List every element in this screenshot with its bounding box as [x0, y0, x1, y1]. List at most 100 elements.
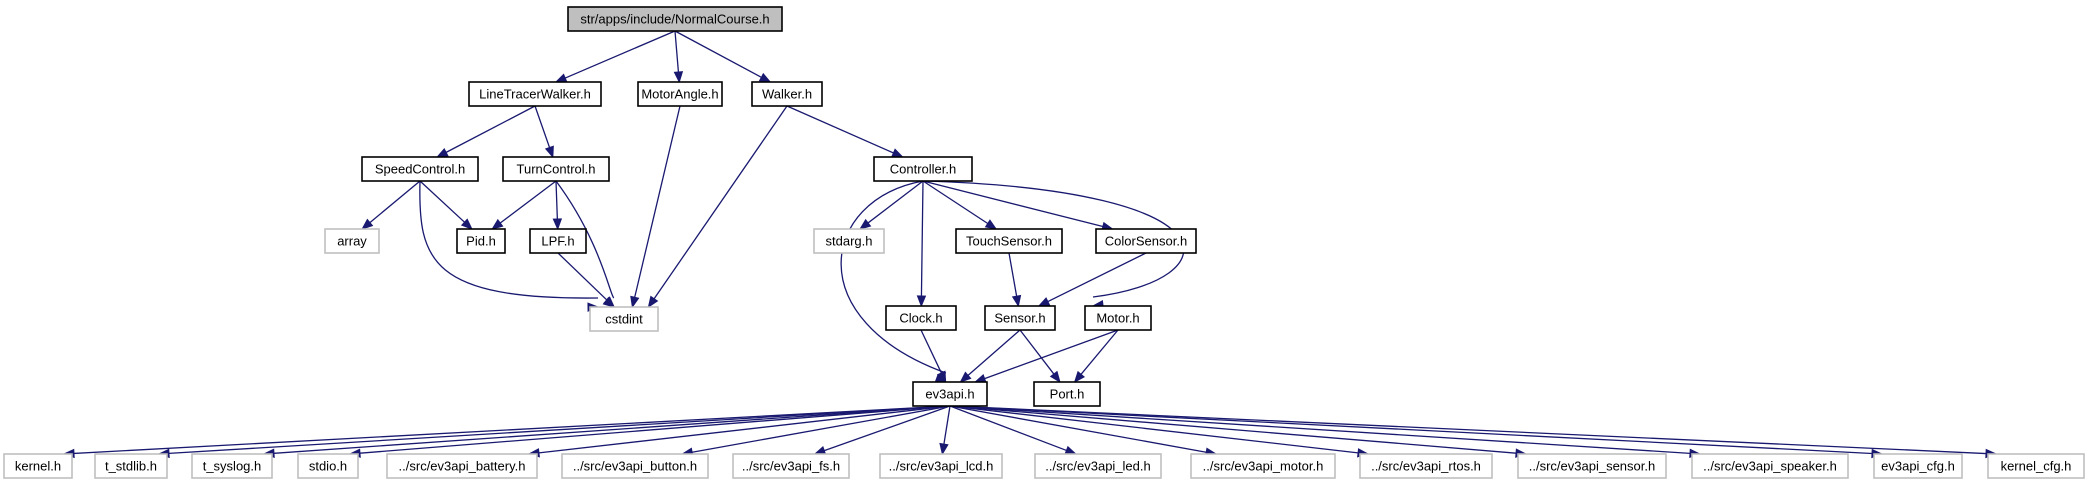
edge-speedcontrol-to-pid: [419, 180, 473, 230]
edge-line: [653, 105, 788, 300]
edge-controller-to-stdarg: [859, 180, 924, 230]
node-walker[interactable]: Walker.h: [751, 81, 823, 107]
edge-arrowhead: [361, 218, 374, 230]
edge-line: [1019, 329, 1055, 375]
node-box: [751, 81, 823, 107]
node-box: [1691, 453, 1849, 479]
node-label: t_syslog.h: [203, 459, 262, 474]
node-label: ../src/ev3api_fs.h: [742, 459, 840, 474]
edge-arrowhead: [552, 218, 563, 231]
node-box: [324, 228, 380, 254]
edge-turncontrol-to-lpf: [552, 180, 563, 231]
edge-linetracerwalker-to-speedcontrol: [436, 105, 536, 158]
edge-line: [555, 180, 558, 220]
node-stdio: stdio.h: [297, 453, 359, 479]
edge-line: [949, 405, 1691, 455]
edge-ev3api-to-rtos: [949, 405, 1370, 458]
edge-motorangle-to-cstdint: [630, 105, 681, 309]
edge-line: [674, 30, 762, 78]
edge-arrowhead: [647, 295, 659, 309]
edge-line: [949, 405, 1067, 452]
edge-line: [824, 405, 951, 452]
edge-touchsensor-to-sensor: [1008, 252, 1022, 308]
node-linetracerwalker[interactable]: LineTracerWalker.h: [468, 81, 602, 107]
node-label: ../src/ev3api_motor.h: [1203, 459, 1324, 474]
node-speedcontrol[interactable]: SpeedControl.h: [361, 156, 479, 182]
node-box: [984, 305, 1056, 331]
node-button: ../src/ev3api_button.h: [561, 453, 709, 479]
node-colorsensor[interactable]: ColorSensor.h: [1095, 228, 1197, 254]
edge-line: [557, 252, 608, 301]
node-label: ev3api_cfg.h: [1881, 459, 1955, 474]
node-box: [732, 453, 850, 479]
edge-arrowhead: [544, 145, 554, 159]
edge-line: [564, 30, 676, 79]
node-controller[interactable]: Controller.h: [873, 156, 973, 182]
node-box: [813, 228, 885, 254]
node-sensor[interactable]: Sensor.h: [984, 305, 1056, 331]
node-label: LineTracerWalker.h: [479, 87, 591, 102]
edge-line: [984, 329, 1119, 380]
node-motorangle[interactable]: MotorAngle.h: [637, 81, 723, 107]
edge-arrowhead: [859, 218, 872, 230]
node-fs: ../src/ev3api_fs.h: [732, 453, 850, 479]
edge-line: [73, 405, 951, 455]
node-normalcourse[interactable]: str/apps/include/NormalCourse.h: [567, 6, 783, 32]
node-label: ../src/ev3api_led.h: [1045, 459, 1151, 474]
edge-colorsensor-to-sensor: [1037, 252, 1147, 307]
node-lpf[interactable]: LPF.h: [529, 228, 587, 254]
node-box: [1873, 453, 1963, 479]
edge-speedcontrol-to-array: [361, 180, 421, 230]
node-label: stdarg.h: [826, 234, 873, 249]
edge-line: [555, 180, 615, 299]
edge-arrowhead: [603, 296, 616, 308]
node-speaker: ../src/ev3api_speaker.h: [1691, 453, 1849, 479]
edge-normalcourse-to-motorangle: [673, 30, 684, 84]
edge-line: [359, 405, 951, 454]
node-ev3api[interactable]: ev3api.h: [912, 381, 988, 407]
node-box: [567, 6, 783, 32]
node-kernel: kernel.h: [3, 453, 73, 479]
node-clock[interactable]: Clock.h: [885, 305, 957, 331]
node-sensorapi: ../src/ev3api_sensor.h: [1517, 453, 1667, 479]
edge-line: [920, 180, 924, 297]
node-port[interactable]: Port.h: [1033, 381, 1101, 407]
node-label: LPF.h: [541, 234, 574, 249]
node-pid[interactable]: Pid.h: [456, 228, 506, 254]
edge-line: [922, 180, 989, 225]
node-box: [386, 453, 538, 479]
graph-nodes: str/apps/include/NormalCourse.hLineTrace…: [3, 6, 2085, 479]
node-box: [297, 453, 359, 479]
edge-walker-to-controller: [786, 105, 904, 158]
edge-line: [1047, 252, 1147, 303]
edge-line: [967, 329, 1021, 376]
node-box: [879, 453, 1003, 479]
node-cfg: ev3api_cfg.h: [1873, 453, 1963, 479]
edge-arrowhead: [673, 71, 684, 84]
node-motorapi: ../src/ev3api_motor.h: [1190, 453, 1336, 479]
edge-controller-to-clock: [916, 180, 927, 308]
node-cstdint: cstdint: [589, 306, 659, 332]
edge-walker-to-cstdint: [647, 105, 788, 309]
node-box: [873, 156, 973, 182]
edge-line: [168, 405, 951, 455]
node-label: ColorSensor.h: [1105, 234, 1187, 249]
node-label: MotorAngle.h: [641, 87, 718, 102]
node-motor[interactable]: Motor.h: [1084, 305, 1152, 331]
node-box: [1517, 453, 1667, 479]
node-label: Pid.h: [466, 234, 496, 249]
node-label: Walker.h: [762, 87, 812, 102]
edge-line: [949, 405, 1359, 454]
node-touchsensor[interactable]: TouchSensor.h: [955, 228, 1063, 254]
node-label: kernel.h: [15, 459, 61, 474]
edge-motor-to-port: [1073, 329, 1119, 384]
node-box: [1033, 381, 1101, 407]
node-label: Sensor.h: [994, 311, 1045, 326]
edge-line: [949, 405, 1207, 453]
node-label: TouchSensor.h: [966, 234, 1052, 249]
edge-normalcourse-to-linetracerwalker: [554, 30, 676, 83]
edge-line: [949, 405, 1873, 455]
edge-linetracerwalker-to-turncontrol: [534, 105, 554, 159]
node-turncontrol[interactable]: TurnControl.h: [502, 156, 610, 182]
